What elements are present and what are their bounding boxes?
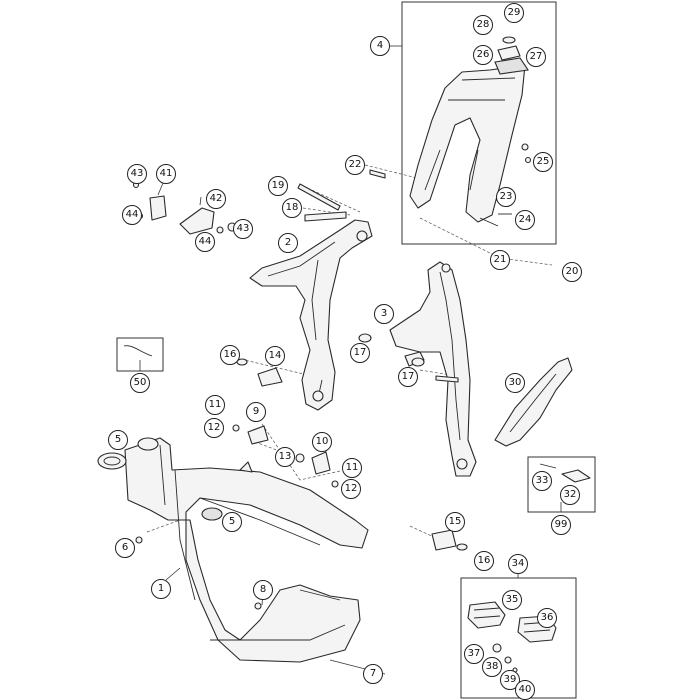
callout-30[interactable]: 30 [505,373,525,393]
washer-part-5 [97,452,127,470]
callout-10[interactable]: 10 [312,432,332,452]
clamp-part-15 [431,529,457,551]
callout-41[interactable]: 41 [156,164,176,184]
footrest-bracket-part-30 [494,357,573,447]
callout-50[interactable]: 50 [130,373,150,393]
bracket-part-9 [247,425,269,445]
subframe-group-box [401,1,557,245]
callout-37[interactable]: 37 [464,644,484,664]
callout-16-left[interactable]: 16 [220,345,240,365]
callout-33[interactable]: 33 [532,471,552,491]
callout-11-right[interactable]: 11 [342,458,362,478]
callout-19[interactable]: 19 [268,176,288,196]
callout-43-right[interactable]: 43 [233,219,253,239]
frame-part-3 [389,261,477,477]
callout-24[interactable]: 24 [515,210,535,230]
callout-36[interactable]: 36 [537,608,557,628]
callout-22[interactable]: 22 [345,155,365,175]
callout-40[interactable]: 40 [515,680,535,700]
callout-18[interactable]: 18 [282,198,302,218]
bracket-part-10 [311,451,331,475]
kit-99-group-box [527,456,596,513]
callout-43-left[interactable]: 43 [127,164,147,184]
callout-20[interactable]: 20 [562,262,582,282]
cable-part-50 [123,345,153,357]
subframe-part-4 [369,36,532,227]
bushing-17b [411,357,425,367]
callout-34[interactable]: 34 [508,554,528,574]
callout-99[interactable]: 99 [551,515,571,535]
washer-12b [331,480,339,488]
screw-6 [135,536,143,544]
screw-8 [254,602,262,610]
washer-12a [232,424,240,432]
callout-12-left[interactable]: 12 [204,418,224,438]
bolt-33 [539,463,557,469]
callout-44-left[interactable]: 44 [122,205,142,225]
callout-28[interactable]: 28 [473,15,493,35]
clamp-part-14 [257,367,283,387]
callout-23[interactable]: 23 [496,187,516,207]
part-32-guard [561,469,591,483]
callout-13[interactable]: 13 [275,447,295,467]
callout-1[interactable]: 1 [151,579,171,599]
callout-5-frame[interactable]: 5 [222,512,242,532]
callout-6[interactable]: 6 [115,538,135,558]
callout-38[interactable]: 38 [482,657,502,677]
bushing-16b [456,543,468,551]
callout-35[interactable]: 35 [502,590,522,610]
callout-44-right[interactable]: 44 [195,232,215,252]
callout-27[interactable]: 27 [526,47,546,67]
nut-13 [295,453,305,463]
callout-32[interactable]: 32 [560,485,580,505]
main-frame-part-1 [124,437,369,663]
callout-7[interactable]: 7 [363,664,383,684]
callout-12-right[interactable]: 12 [341,479,361,499]
callout-2[interactable]: 2 [278,233,298,253]
frame-part-2 [249,183,373,411]
callout-9[interactable]: 9 [246,402,266,422]
callout-8[interactable]: 8 [253,580,273,600]
callout-21[interactable]: 21 [490,250,510,270]
callout-15[interactable]: 15 [445,512,465,532]
callout-3[interactable]: 3 [374,304,394,324]
leader-lines [139,45,562,675]
callout-4[interactable]: 4 [370,36,390,56]
callout-5-washer[interactable]: 5 [108,430,128,450]
bushing-17a [358,333,372,343]
callout-26[interactable]: 26 [473,45,493,65]
callout-29[interactable]: 29 [504,3,524,23]
callout-42[interactable]: 42 [206,189,226,209]
callout-25[interactable]: 25 [533,152,553,172]
callout-11-left[interactable]: 11 [205,395,225,415]
callout-16-right[interactable]: 16 [474,551,494,571]
callout-17-upper[interactable]: 17 [350,343,370,363]
callout-17-lower[interactable]: 17 [398,367,418,387]
callout-14[interactable]: 14 [265,346,285,366]
